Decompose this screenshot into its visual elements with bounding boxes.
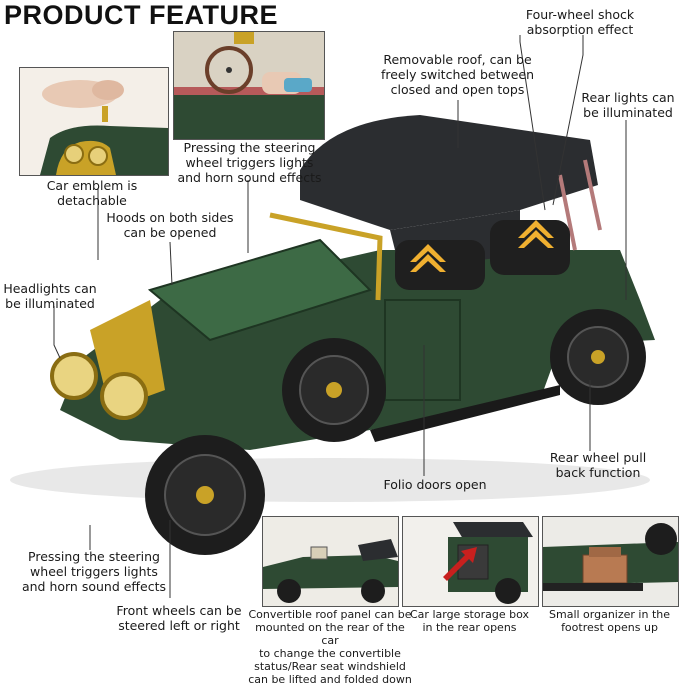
label-rear-wheel-pull: Rear wheel pull back function bbox=[549, 450, 647, 480]
label-hoods: Hoods on both sides can be opened bbox=[106, 210, 234, 240]
label-folio-doors: Folio doors open bbox=[383, 477, 487, 492]
label-car-emblem: Car emblem is detachable bbox=[46, 178, 138, 208]
label-four-wheel-shock: Four-wheel shock absorption effect bbox=[525, 7, 635, 37]
label-headlights: Headlights can be illuminated bbox=[3, 281, 97, 311]
page-title: PRODUCT FEATURE bbox=[4, 0, 278, 30]
car-illustration bbox=[10, 35, 655, 598]
label-front-wheels: Front wheels can be steered left or righ… bbox=[116, 603, 242, 633]
label-steering-bottom: Pressing the steering wheel triggers lig… bbox=[21, 549, 167, 594]
storage-box-thumbnail bbox=[402, 516, 539, 607]
steering-thumbnail bbox=[173, 31, 325, 140]
organizer-thumbnail bbox=[542, 516, 679, 607]
label-removable-roof: Removable roof, can be freely switched b… bbox=[380, 52, 535, 97]
label-rear-lights: Rear lights can be illuminated bbox=[581, 90, 675, 120]
label-steering-top: Pressing the steering wheel triggers lig… bbox=[177, 140, 322, 185]
label-convertible-roof: Convertible roof panel can be mounted on… bbox=[248, 608, 412, 686]
label-organizer: Small organizer in the footrest opens up bbox=[549, 608, 670, 634]
product-feature-graphic: PRODUCT FEATURE bbox=[3, 0, 679, 686]
convertible-thumbnail bbox=[262, 516, 399, 607]
label-storage-box: Car large storage box in the rear opens bbox=[410, 608, 529, 634]
arrow-up-icon bbox=[410, 220, 554, 272]
emblem-thumbnail bbox=[19, 67, 169, 176]
